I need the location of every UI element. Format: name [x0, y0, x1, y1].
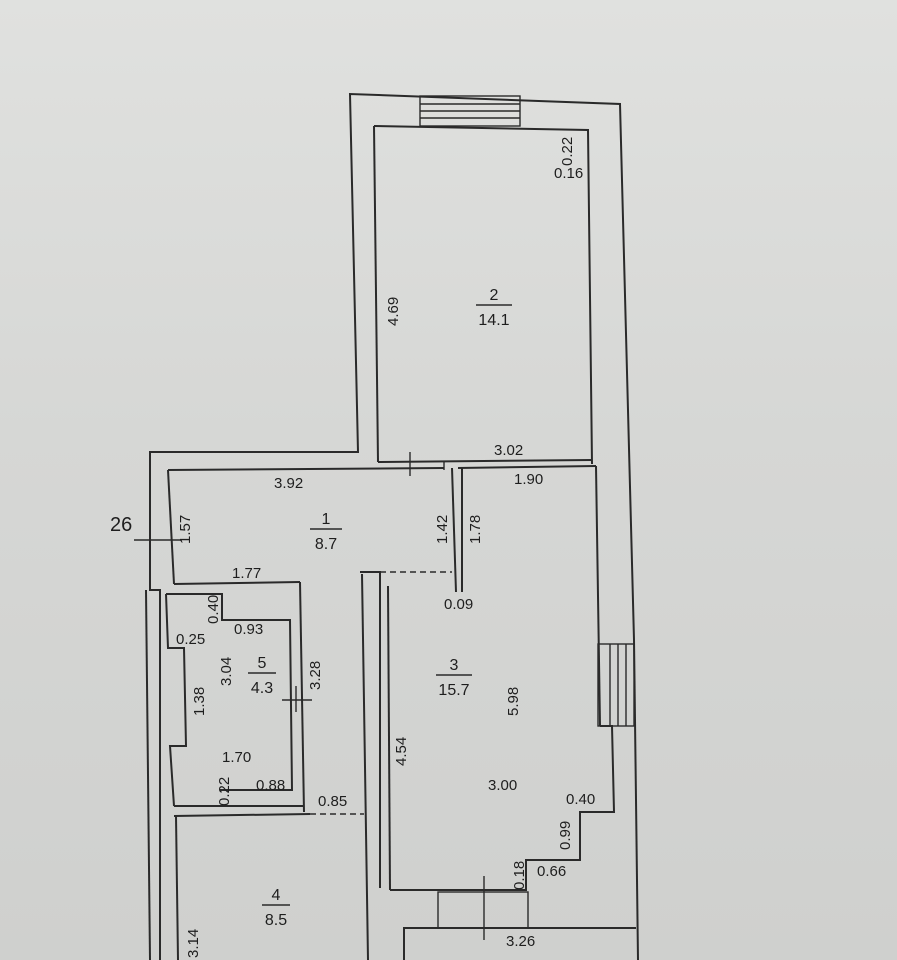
dimension-label: 3.14 — [185, 929, 202, 958]
window-right — [597, 639, 639, 960]
dimension-label: 0.99 — [557, 821, 574, 850]
room-1-label: 1 8.7 — [310, 511, 342, 553]
dimension-label: 0.93 — [234, 621, 263, 638]
dimension-label: 0.16 — [554, 165, 583, 182]
room-number: 3 — [450, 657, 459, 674]
dimension-label: 0.22 — [559, 137, 576, 166]
dimension-label: 5.98 — [505, 687, 522, 716]
dimension-label: 0.88 — [256, 777, 285, 794]
room-area: 4.3 — [251, 680, 273, 697]
room-area: 8.7 — [315, 536, 337, 553]
dimension-label: 1.38 — [191, 687, 208, 716]
room-3-label: 3 15.7 — [436, 657, 472, 699]
dimension-label: 1.90 — [514, 471, 543, 488]
room-3-walls — [387, 465, 616, 940]
room-area: 15.7 — [438, 682, 469, 699]
dimension-label: 1.77 — [232, 565, 261, 582]
dimension-label: 3.02 — [494, 442, 523, 459]
room-area: 14.1 — [478, 312, 509, 329]
room-5-walls — [165, 581, 312, 813]
room-4-label: 4 8.5 — [262, 887, 290, 929]
room-number: 4 — [272, 887, 281, 904]
dimension-label: 0.09 — [444, 596, 473, 613]
room-number: 1 — [322, 511, 331, 528]
dimension-label: 0.25 — [176, 631, 205, 648]
dimension-label: 3.04 — [218, 657, 235, 686]
partition-2-1-3 — [167, 452, 597, 476]
room-area: 8.5 — [265, 912, 287, 929]
dimension-label: 3.28 — [307, 661, 324, 690]
dimension-label: 4.69 — [385, 297, 402, 326]
dimension-label: 0.18 — [511, 861, 528, 890]
window-bottom — [403, 891, 636, 960]
dimension-label: 1.70 — [222, 749, 251, 766]
room-2-walls — [149, 92, 635, 960]
dimension-label: 0.66 — [537, 863, 566, 880]
dimension-label: 0.85 — [318, 793, 347, 810]
dimension-label: 3.00 — [488, 777, 517, 794]
dimension-label: 3.92 — [274, 475, 303, 492]
dimension-label: 1.78 — [467, 515, 484, 544]
dimension-label: 4.54 — [393, 737, 410, 766]
dimension-label: 1.57 — [177, 515, 194, 544]
dimension-label: 1.42 — [434, 515, 451, 544]
window-top — [419, 95, 521, 127]
room-number: 5 — [258, 655, 267, 672]
axis-marker: 26 — [110, 514, 132, 536]
dimension-label: 0.40 — [205, 595, 222, 624]
room-1-walls — [134, 467, 463, 888]
room-2-label: 2 14.1 — [476, 287, 512, 329]
room-5-label: 5 4.3 — [248, 655, 276, 697]
dimension-label: 3.26 — [506, 933, 535, 950]
room-number: 2 — [490, 287, 499, 304]
dimension-label: 0.40 — [566, 791, 595, 808]
dimension-label: 0.22 — [216, 777, 233, 806]
room-4-walls — [145, 573, 369, 960]
